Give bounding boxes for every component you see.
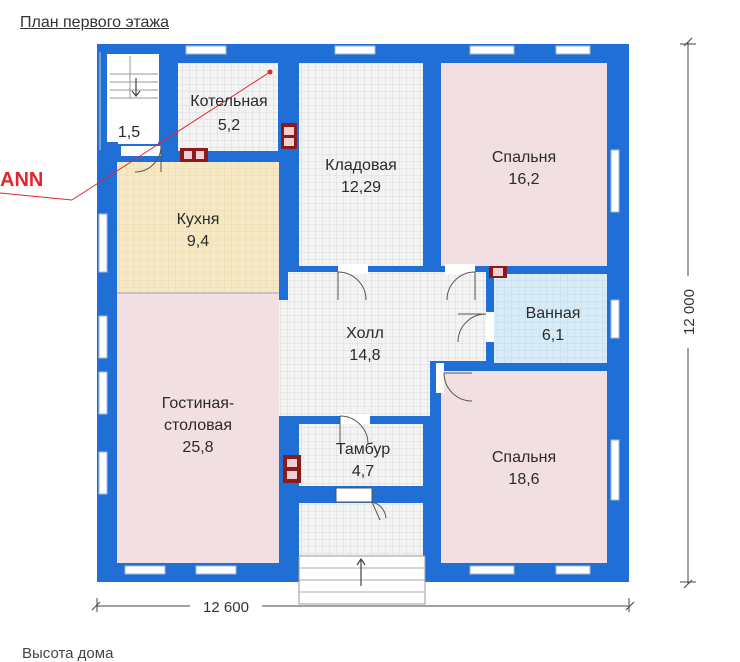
brand-pointer — [0, 69, 273, 201]
bedroom-1-area: 16,2 — [508, 171, 539, 188]
bath-chimney-icon — [489, 266, 507, 278]
bathroom-name: Ванная — [526, 305, 581, 322]
hall-opening — [279, 300, 288, 416]
room-kitchen — [117, 162, 279, 294]
bedroom-1-name: Спальня — [492, 149, 556, 166]
bathroom-area: 6,1 — [542, 327, 564, 344]
kitchen-name: Кухня — [177, 211, 220, 228]
width-dimension-line — [91, 598, 635, 612]
vestibule-name: Тамбур — [336, 441, 390, 458]
room-vestibule — [299, 424, 423, 486]
room-storage — [299, 63, 423, 266]
partition-living-kitchen — [117, 292, 279, 294]
vestibule-stove-icon — [283, 455, 301, 483]
windows — [98, 45, 620, 575]
room-bedroom-2 — [441, 371, 607, 563]
room-bedroom-1 — [441, 63, 607, 266]
brand-text: ANN — [0, 169, 43, 191]
living-name-line2: столовая — [164, 417, 232, 434]
page-title[interactable]: План первого этажа — [20, 14, 169, 31]
hall-area: 14,8 — [349, 347, 380, 364]
living-area: 25,8 — [182, 439, 213, 456]
room-bathroom — [494, 274, 607, 363]
width-dimension-label: 12 600 — [203, 599, 249, 616]
height-dimension-label: 12 000 — [681, 289, 698, 335]
boiler-area: 5,2 — [218, 117, 240, 134]
bedroom-2-area: 18,6 — [508, 471, 539, 488]
storage-name: Кладовая — [325, 157, 397, 174]
doors — [121, 145, 494, 521]
storage-area: 12,29 — [341, 179, 381, 196]
room-hall — [288, 272, 486, 416]
stove-icon — [281, 123, 297, 149]
entrance-steps — [298, 555, 426, 605]
stair-arrow — [131, 78, 141, 97]
room-living — [117, 294, 279, 563]
entrance-porch — [299, 503, 423, 561]
chimney-icon — [180, 148, 208, 162]
stair-landing — [118, 124, 158, 144]
kitchen-area: 9,4 — [187, 233, 209, 250]
bottom-caption: Высота дома — [22, 645, 114, 662]
stair-area-label: 1,5 — [118, 124, 140, 141]
bedroom-2-name: Спальня — [492, 449, 556, 466]
boiler-name: Котельная — [190, 93, 267, 110]
vestibule-area: 4,7 — [352, 463, 374, 480]
stair-steps — [110, 56, 158, 99]
hall-name: Холл — [346, 325, 384, 342]
living-name-line1: Гостиная- — [162, 395, 234, 412]
